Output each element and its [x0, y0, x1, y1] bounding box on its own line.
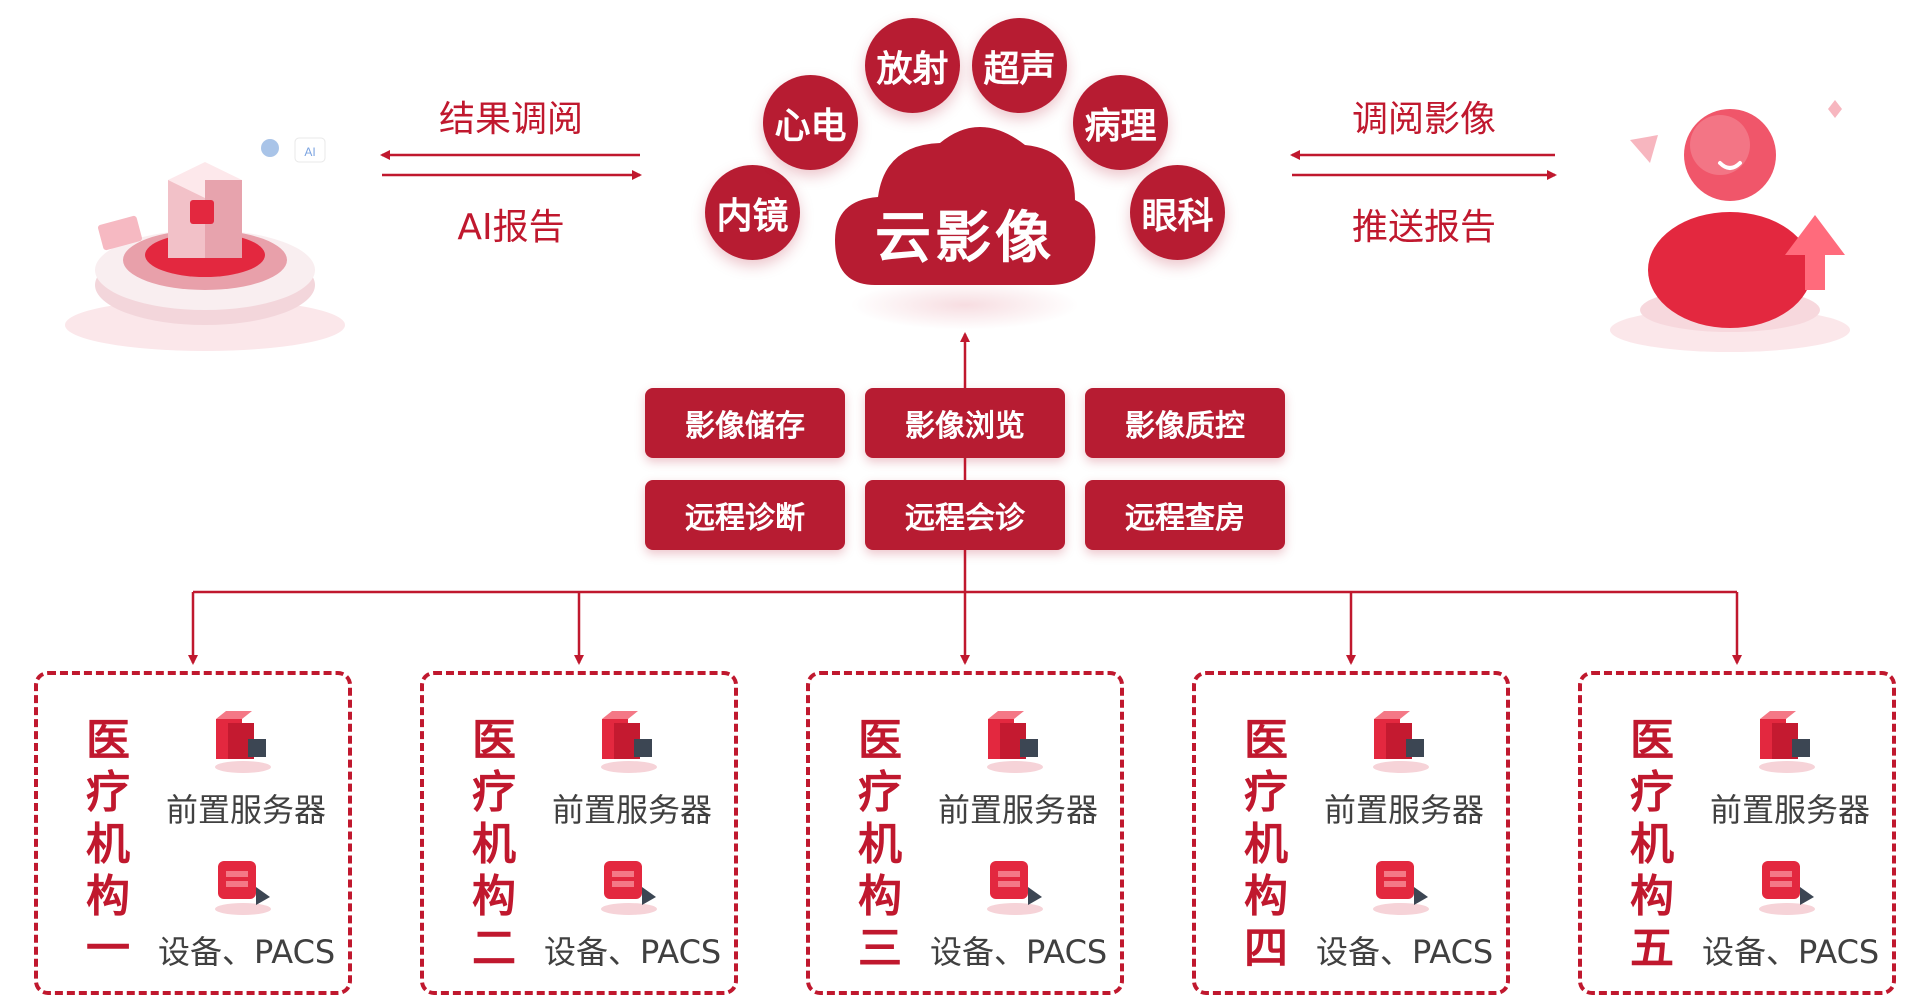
func-remote-consult[interactable]: 远程会诊 — [865, 480, 1065, 550]
func-remote-rounds[interactable]: 远程查房 — [1085, 480, 1285, 550]
label-push-report: 推送报告 — [1351, 207, 1496, 248]
device-label: 设备、PACS — [930, 933, 1108, 971]
bubble-ultrasound: 超声 — [972, 18, 1067, 113]
institution-2: 医疗机构二 前置服务器 设备、PACS — [420, 671, 738, 995]
server-label: 前置服务器 — [1710, 791, 1871, 829]
label-view-images: 调阅影像 — [1351, 99, 1496, 140]
cloud-glow — [850, 280, 1080, 330]
server-icon — [980, 705, 1050, 775]
institution-name: 医疗机构五 — [1630, 715, 1674, 974]
bubble-ophthalmology: 眼科 — [1130, 165, 1225, 260]
device-icon — [208, 847, 278, 917]
device-icon — [980, 847, 1050, 917]
server-icon — [1752, 705, 1822, 775]
bubble-endoscopy: 内镜 — [705, 165, 800, 260]
device-label: 设备、PACS — [158, 933, 336, 971]
device-label: 设备、PACS — [1702, 933, 1880, 971]
institution-name: 医疗机构一 — [86, 715, 130, 974]
func-image-storage[interactable]: 影像储存 — [645, 388, 845, 458]
bubble-radiology: 放射 — [865, 18, 960, 113]
device-label: 设备、PACS — [544, 933, 722, 971]
institution-name: 医疗机构三 — [858, 715, 902, 974]
server-label: 前置服务器 — [552, 791, 713, 829]
device-icon — [594, 847, 664, 917]
cloud-title: 云影像 — [875, 206, 1055, 271]
institution-3: 医疗机构三 前置服务器 设备、PACS — [806, 671, 1124, 995]
server-label: 前置服务器 — [938, 791, 1099, 829]
label-ai-report: AI报告 — [457, 207, 565, 248]
institution-name: 医疗机构二 — [472, 715, 516, 974]
label-result-review: 结果调阅 — [438, 99, 583, 140]
institution-4: 医疗机构四 前置服务器 设备、PACS — [1192, 671, 1510, 995]
device-icon — [1752, 847, 1822, 917]
func-image-qc[interactable]: 影像质控 — [1085, 388, 1285, 458]
user-illustration — [1580, 95, 1880, 360]
svg-text:AI: AI — [304, 145, 315, 159]
institution-1: 医疗机构一 前置服务器 设备、PACS — [34, 671, 352, 995]
server-icon — [208, 705, 278, 775]
server-label: 前置服务器 — [1324, 791, 1485, 829]
func-image-browse[interactable]: 影像浏览 — [865, 388, 1065, 458]
institution-5: 医疗机构五 前置服务器 设备、PACS — [1578, 671, 1896, 995]
func-remote-diagnosis[interactable]: 远程诊断 — [645, 480, 845, 550]
bubble-ecg: 心电 — [763, 75, 858, 170]
device-label: 设备、PACS — [1316, 933, 1494, 971]
server-icon — [1366, 705, 1436, 775]
device-icon — [1366, 847, 1436, 917]
institution-name: 医疗机构四 — [1244, 715, 1288, 974]
server-label: 前置服务器 — [166, 791, 327, 829]
bubble-pathology: 病理 — [1073, 75, 1168, 170]
server-icon — [594, 705, 664, 775]
ai-platform-illustration: AI — [40, 70, 360, 360]
cloud-shape — [835, 126, 1096, 285]
